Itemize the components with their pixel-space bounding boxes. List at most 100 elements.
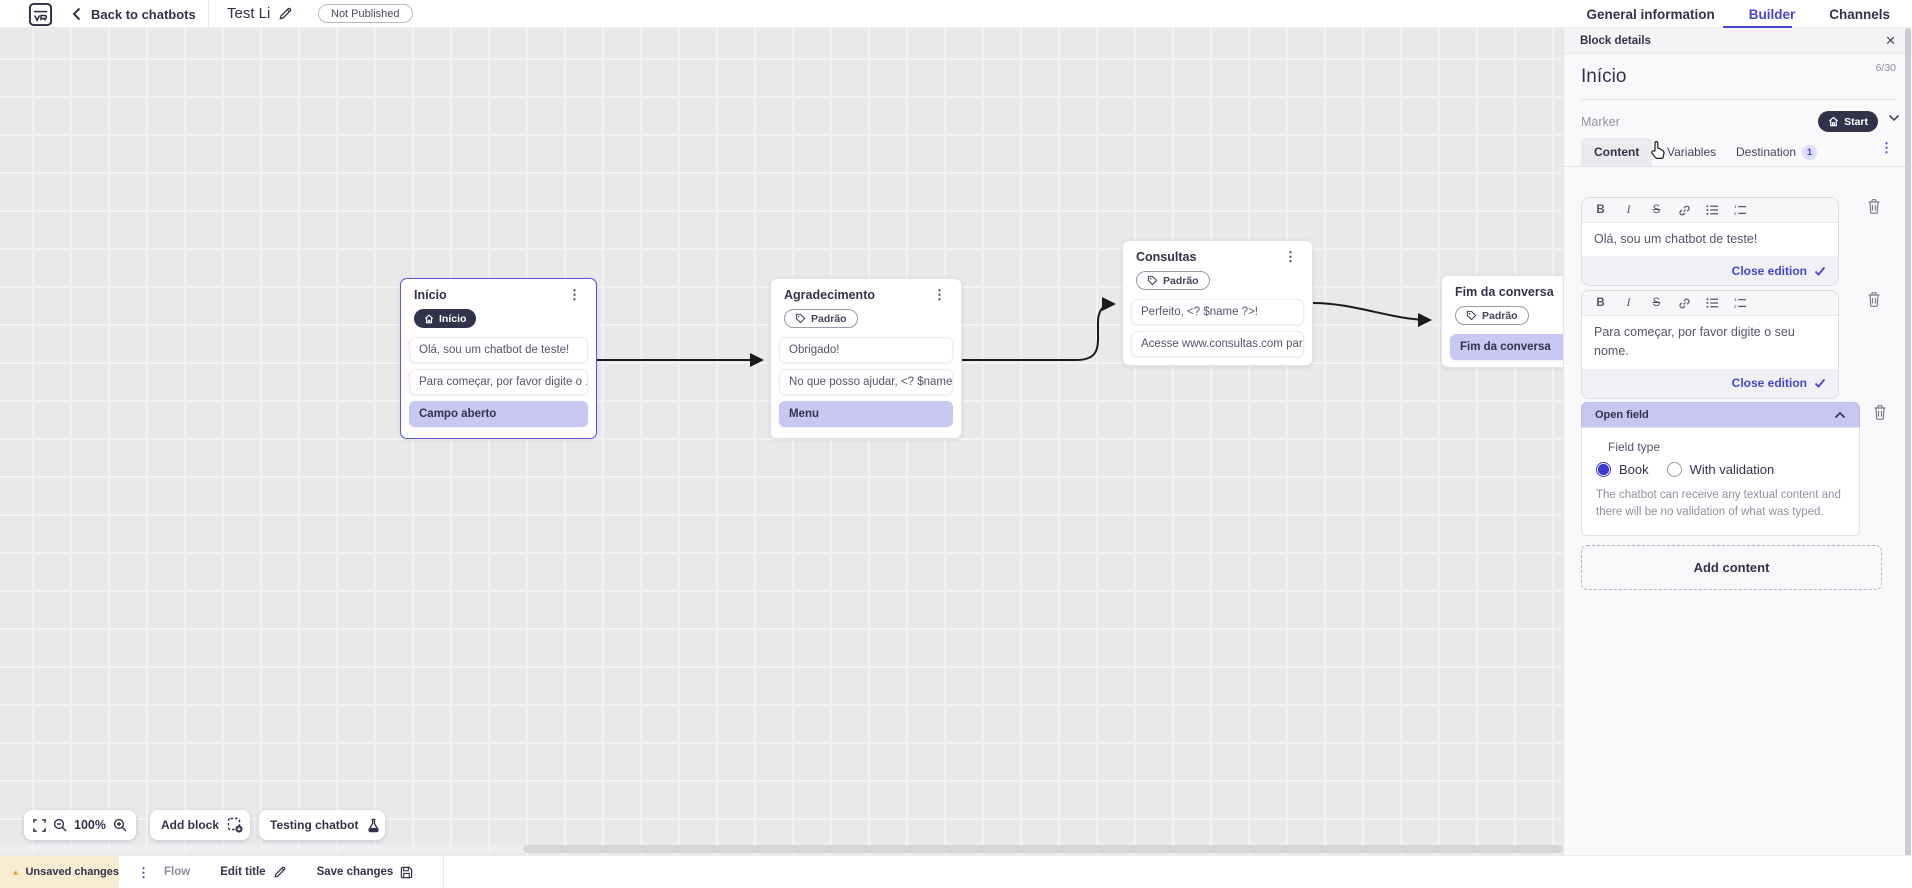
- bullet-list-icon[interactable]: [1706, 297, 1719, 309]
- bold-icon[interactable]: B: [1596, 297, 1605, 309]
- save-changes-button[interactable]: Save changes: [317, 866, 414, 879]
- zoom-out-icon[interactable]: [53, 818, 67, 832]
- open-field-body: Field type Book With validation The chat…: [1581, 427, 1860, 536]
- field-type-label: Field type: [1608, 440, 1661, 454]
- fit-screen-icon[interactable]: [33, 818, 46, 832]
- block-title: Consultas: [1136, 250, 1197, 264]
- char-counter: 6/30: [1875, 62, 1896, 74]
- zoom-controls: 100%: [24, 810, 136, 840]
- tab-builder[interactable]: Builder: [1748, 6, 1796, 22]
- tag-icon: [1466, 310, 1477, 321]
- edit-title-pencil-icon[interactable]: [278, 6, 293, 21]
- block-card-message[interactable]: Para começar, por favor digite o ...: [409, 368, 588, 395]
- tab-builder-active-underline: [1723, 26, 1792, 28]
- chevron-left-icon: [72, 7, 81, 21]
- panel-scrollbar[interactable]: [1905, 28, 1911, 878]
- block-card-message[interactable]: No que posso ajudar, <? $name ...: [779, 369, 953, 395]
- editor-text[interactable]: Olá, sou um chatbot de teste!: [1582, 223, 1838, 257]
- block-card-message[interactable]: Acesse www.consultas.com par...: [1131, 331, 1304, 357]
- tab-general-information[interactable]: General information: [1586, 6, 1715, 22]
- radio-option-with-validation[interactable]: With validation: [1666, 462, 1774, 477]
- field-type-help-text: The chatbot can receive any textual cont…: [1596, 489, 1841, 519]
- flask-icon: [366, 818, 381, 833]
- strikethrough-icon[interactable]: S: [1652, 204, 1661, 216]
- top-tabs: General information Builder Channels: [1586, 0, 1890, 28]
- marker-label: Marker: [1581, 115, 1620, 129]
- add-content-button[interactable]: Add content: [1581, 545, 1882, 590]
- editor-text[interactable]: Para começar, por favor digite o seu nom…: [1582, 316, 1838, 369]
- open-field-header[interactable]: Open field: [1581, 402, 1860, 427]
- radio-unchecked-icon[interactable]: [1666, 462, 1682, 477]
- panel-title: Block details: [1580, 34, 1651, 47]
- block-card-message[interactable]: Olá, sou um chatbot de teste!: [409, 336, 588, 363]
- editor-footer: Close edition: [1582, 368, 1838, 398]
- zoom-level: 100%: [74, 818, 106, 832]
- edit-title-button[interactable]: Edit title: [220, 865, 286, 879]
- zoom-in-icon[interactable]: [113, 818, 127, 832]
- strikethrough-icon[interactable]: S: [1652, 297, 1661, 309]
- publish-status-badge: Not Published: [318, 4, 413, 23]
- pencil-icon: [273, 866, 285, 878]
- italic-icon[interactable]: I: [1626, 297, 1631, 309]
- marker-start-pill[interactable]: Start: [1818, 111, 1878, 132]
- close-edition-button[interactable]: Close edition: [1731, 376, 1807, 391]
- destination-count-badge: 1: [1802, 144, 1818, 160]
- block-menu-icon[interactable]: ⋮: [1284, 249, 1297, 264]
- radio-option-book[interactable]: Book: [1596, 462, 1649, 477]
- save-icon: [401, 866, 413, 878]
- chatbot-title[interactable]: Test Li: [227, 5, 271, 22]
- block-card-message[interactable]: Obrigado!: [779, 337, 953, 363]
- block-menu-icon[interactable]: ⋮: [933, 287, 946, 302]
- connection-lines: [597, 297, 1432, 367]
- trash-icon[interactable]: [1866, 291, 1882, 308]
- check-icon: [1814, 266, 1826, 276]
- block-name-value[interactable]: Início: [1581, 66, 1627, 87]
- flow-button[interactable]: Flow: [164, 866, 191, 878]
- link-icon[interactable]: [1678, 204, 1691, 217]
- block-card-message[interactable]: Perfeito, <? $name ?>!: [1131, 299, 1304, 325]
- close-icon[interactable]: ✕: [1885, 32, 1896, 48]
- panel-menu-icon[interactable]: ⋮: [1880, 140, 1893, 155]
- home-icon: [1829, 116, 1839, 127]
- tab-channels[interactable]: Channels: [1829, 6, 1890, 22]
- add-block-button[interactable]: Add block: [150, 810, 250, 840]
- panel-tabs: Content Variables Destination 1 ⋮: [1564, 138, 1912, 167]
- link-icon[interactable]: [1678, 297, 1691, 310]
- block-card-open-field[interactable]: Campo aberto: [409, 400, 588, 427]
- chevron-down-icon[interactable]: [1888, 114, 1900, 122]
- block-menu-icon[interactable]: ⋮: [568, 287, 581, 302]
- flow-block-inicio[interactable]: Início ⋮ Início Olá, sou um chatbot de t…: [400, 278, 597, 439]
- trash-icon[interactable]: [1866, 198, 1882, 215]
- bullet-list-icon[interactable]: [1706, 204, 1719, 216]
- add-block-icon: [227, 817, 243, 833]
- canvas-h-scrollbar-thumb[interactable]: [523, 845, 1563, 853]
- bold-icon[interactable]: B: [1596, 204, 1605, 216]
- radio-checked-icon[interactable]: [1596, 462, 1611, 477]
- block-title: Agradecimento: [784, 288, 875, 302]
- back-to-chatbots-button[interactable]: Back to chatbots: [72, 0, 196, 28]
- flow-block-agradecimento[interactable]: Agradecimento ⋮ Padrão Obrigado! No que …: [770, 278, 962, 439]
- status-bar: Unsaved changes ⋮ Flow Edit title Save c…: [0, 855, 1912, 888]
- italic-icon[interactable]: I: [1626, 204, 1631, 216]
- block-name-field[interactable]: Início 6/30: [1581, 54, 1896, 100]
- tab-variables[interactable]: Variables: [1667, 145, 1717, 159]
- tab-destination[interactable]: Destination 1: [1736, 138, 1818, 166]
- editor-footer: Close edition: [1582, 256, 1838, 286]
- edge-agradecimento-consultas: [962, 297, 1116, 361]
- statusbar-menu-icon[interactable]: ⋮: [137, 864, 150, 880]
- block-card-menu[interactable]: Menu: [779, 401, 953, 427]
- tab-content[interactable]: Content: [1581, 138, 1653, 166]
- trash-icon[interactable]: [1872, 404, 1888, 421]
- flow-block-consultas[interactable]: Consultas ⋮ Padrão Perfeito, <? $name ?>…: [1122, 240, 1313, 366]
- canvas-h-scrollbar: [0, 845, 1563, 853]
- testing-chatbot-button[interactable]: Testing chatbot: [259, 810, 385, 840]
- close-edition-button[interactable]: Close edition: [1731, 263, 1807, 278]
- svg-text:2: 2: [1734, 304, 1737, 309]
- block-badge-default: Padrão: [1136, 271, 1210, 290]
